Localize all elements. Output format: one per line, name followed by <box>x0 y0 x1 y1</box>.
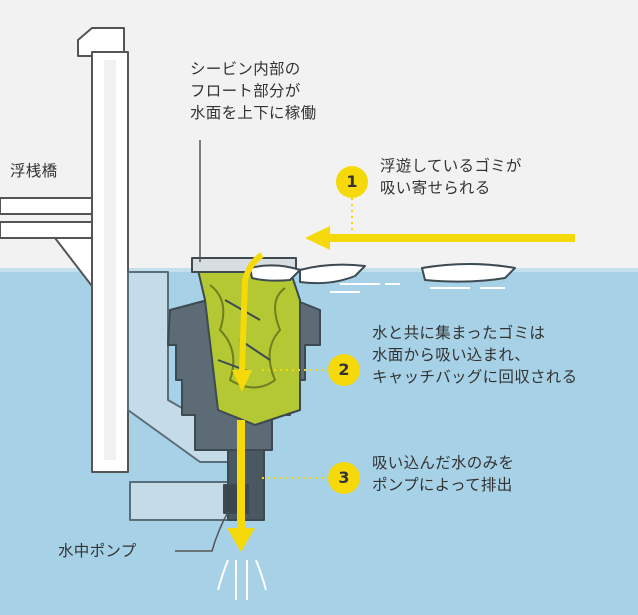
pier-underwater <box>127 271 239 521</box>
step-2-text: 水と共に集まったゴミは 水面から吸い込まれ、 キャッチバッグに回収される <box>372 322 577 388</box>
step-3-text: 吸い込んだ水のみを ポンプによって排出 <box>372 452 514 496</box>
float-note-line-3: 水面を上下に稼働 <box>190 104 317 122</box>
floating-debris <box>249 263 516 285</box>
discharge-water <box>217 559 267 600</box>
step-2-line-3: キャッチバッグに回収される <box>372 368 578 386</box>
step-2-badge: 2 <box>328 354 360 386</box>
floating-pier <box>0 27 129 473</box>
step-1-line-2: 吸い寄せられる <box>380 179 491 197</box>
step-2-line-2: 水面から吸い込まれ、 <box>372 346 531 364</box>
step-2-line-1: 水と共に集まったゴミは <box>372 324 546 342</box>
pump-label: 水中ポンプ <box>58 542 137 560</box>
pier-label: 浮桟橋 <box>10 162 58 180</box>
step-3-badge: 3 <box>328 462 360 494</box>
flow-arrows <box>227 226 575 552</box>
suction-arrow <box>239 252 264 373</box>
float-note-line-2: フロート部分が <box>190 82 301 100</box>
step-1-text: 浮遊しているゴミが 吸い寄せられる <box>380 155 522 199</box>
step-1-line-1: 浮遊しているゴミが <box>380 157 522 175</box>
float-note-label: シービン内部の フロート部分が 水面を上下に稼働 <box>190 58 316 124</box>
dotted-connectors <box>262 198 353 479</box>
ripples <box>330 283 505 293</box>
float-note-line-1: シービン内部の <box>190 60 301 78</box>
leader-lines <box>175 140 229 552</box>
step-1-badge: 1 <box>336 166 368 198</box>
step-3-line-2: ポンプによって排出 <box>372 476 513 494</box>
step-3-line-1: 吸い込んだ水のみを <box>372 454 515 472</box>
